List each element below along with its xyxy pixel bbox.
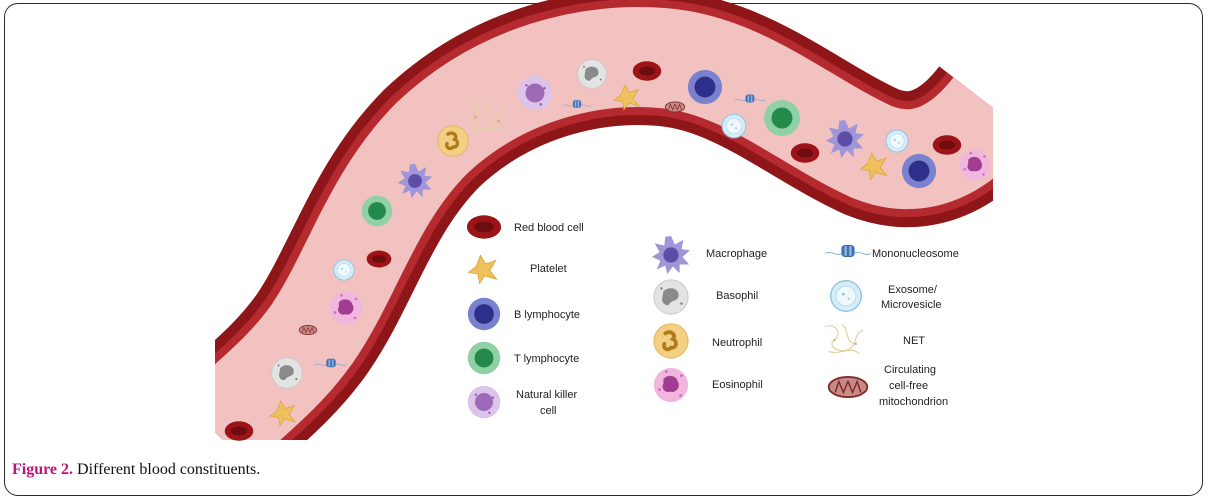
legend-column-2: Macrophage Basophil Neutrophil Eosinophi…: [651, 235, 767, 403]
legend-label-basophil: Basophil: [716, 290, 758, 302]
mitochondrion-in-vessel: [298, 324, 318, 336]
neutrophil-in-vessel: [436, 124, 470, 158]
b-lymphocyte-in-vessel: [687, 69, 723, 105]
net-icon: [824, 324, 864, 355]
legend-label-mononucleosome: Mononucleosome: [872, 248, 959, 260]
legend-label-nk-line2: cell: [540, 405, 557, 417]
rbc-in-vessel: [366, 250, 392, 268]
caption-text: Different blood constituents.: [73, 461, 261, 478]
legend-label-mito-line3: mitochondrion: [879, 396, 948, 408]
natural-killer-cell-icon: [467, 385, 501, 419]
b-lymphocyte-in-vessel: [901, 153, 937, 189]
eosinophil-in-vessel: [959, 149, 991, 181]
legend-column-1: Red blood cell Platelet B lymphocyte T l…: [466, 215, 584, 419]
legend-label-eosinophil: Eosinophil: [712, 379, 763, 391]
rbc-in-vessel: [790, 143, 820, 163]
mononucleosome-icon: [824, 244, 872, 258]
exosome-in-vessel: [333, 259, 355, 281]
legend-label-neutrophil: Neutrophil: [712, 337, 762, 349]
basophil-in-vessel: [271, 357, 303, 389]
legend-label-b-lymphocyte: B lymphocyte: [514, 309, 580, 321]
blood-vessel: [167, 0, 1047, 460]
legend-label-exosome-line2: Microvesicle: [881, 299, 942, 311]
eosinophil-icon: [653, 367, 689, 403]
basophil-icon: [653, 279, 689, 315]
legend-label-net: NET: [903, 335, 925, 347]
t-lymphocyte-in-vessel: [361, 195, 393, 227]
red-blood-cell-icon: [466, 215, 502, 239]
macrophage-icon: [651, 235, 691, 275]
legend-label-exosome-line1: Exosome/: [888, 284, 938, 296]
legend-label-t-lymphocyte: T lymphocyte: [514, 353, 579, 365]
legend-label-nk-line1: Natural killer: [516, 389, 577, 401]
rbc-in-vessel: [932, 135, 962, 155]
figure-label: Figure 2.: [12, 461, 74, 478]
t-lymphocyte-in-vessel: [764, 100, 800, 136]
rbc-in-vessel: [632, 61, 662, 81]
b-lymphocyte-icon: [467, 297, 501, 331]
t-lymphocyte-icon: [467, 341, 501, 375]
nk-cell-in-vessel: [517, 75, 553, 111]
legend-label-mito-line1: Circulating: [884, 364, 936, 376]
mitochondrion-icon: [827, 375, 869, 399]
eosinophil-in-vessel: [329, 291, 363, 325]
legend-label-platelet: Platelet: [530, 263, 567, 275]
platelet-icon: [468, 254, 498, 284]
exosome-in-vessel: [721, 113, 747, 139]
blood-vessel-diagram: Red blood cell Platelet B lymphocyte T l…: [167, 0, 1047, 460]
legend-column-3: Mononucleosome Exosome/ Microvesicle NET…: [824, 244, 959, 408]
basophil-in-vessel: [577, 59, 607, 89]
legend-label-mito-line2: cell-free: [889, 380, 928, 392]
rbc-in-vessel: [224, 421, 254, 441]
legend-label-red-blood-cell: Red blood cell: [514, 222, 584, 234]
figure-caption: Figure 2. Different blood constituents.: [12, 461, 260, 479]
legend-label-macrophage: Macrophage: [706, 248, 767, 260]
neutrophil-icon: [652, 322, 690, 360]
mitochondrion-in-vessel: [664, 101, 686, 113]
exosome-in-vessel: [885, 129, 909, 153]
exosome-icon: [830, 280, 862, 312]
